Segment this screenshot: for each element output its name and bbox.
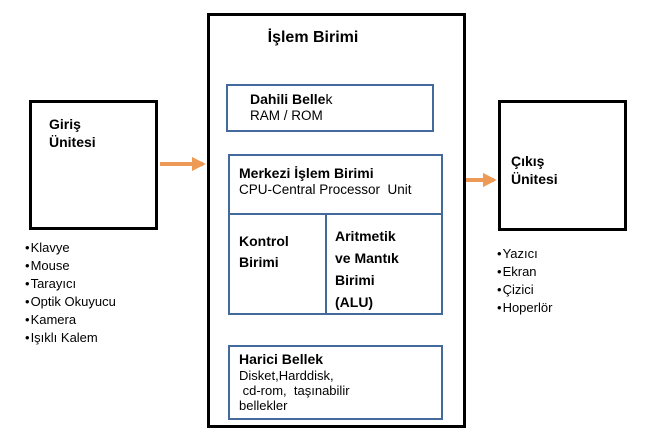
list-item: •Işıklı Kalem	[25, 329, 116, 347]
input-device-label: Tarayıcı	[30, 276, 77, 291]
bullet-icon: •	[25, 330, 30, 345]
external-memory-box: Harici Bellek Disket,Harddisk, cd-rom, t…	[228, 345, 443, 420]
processing-unit-title: İşlem Birimi	[267, 29, 359, 46]
control-unit-cell: Kontrol Birimi	[230, 215, 327, 313]
cpu-subtitle: CPU-Central Processor Unit	[239, 182, 412, 197]
cpu-subunits-row: Kontrol Birimi Aritmetik ve Mantık Birim…	[230, 215, 441, 313]
external-memory-title: Harici Bellek	[239, 351, 324, 367]
external-memory-details: Disket,Harddisk, cd-rom, taşınabilir bel…	[239, 368, 350, 413]
input-device-label: Optik Okuyucu	[30, 294, 116, 309]
bullet-icon: •	[25, 294, 30, 309]
list-item: •Tarayıcı	[25, 275, 116, 293]
output-device-label: Çizici	[502, 282, 534, 297]
input-device-list: •Klavye •Mouse •Tarayıcı •Optik Okuyucu …	[25, 239, 116, 347]
bullet-icon: •	[497, 282, 502, 297]
cpu-box: Merkezi İşlem Birimi CPU-Central Process…	[228, 154, 443, 315]
output-device-label: Ekran	[502, 264, 537, 279]
input-device-label: Mouse	[30, 258, 70, 273]
bullet-icon: •	[25, 312, 30, 327]
bullet-icon: •	[25, 276, 30, 291]
output-device-list: •Yazıcı •Ekran •Çizici •Hoperlör	[497, 245, 552, 317]
list-item: •Hoperlör	[497, 299, 552, 317]
input-unit-box: Giriş Ünitesi	[29, 100, 158, 230]
input-device-label: Işıklı Kalem	[30, 330, 98, 345]
internal-memory-box: Dahili Bellek RAM / ROM	[226, 84, 434, 132]
input-device-label: Kamera	[30, 312, 77, 327]
list-item: •Mouse	[25, 257, 116, 275]
bullet-icon: •	[497, 246, 502, 261]
list-item: •Klavye	[25, 239, 116, 257]
list-item: •Ekran	[497, 263, 552, 281]
list-item: •Yazıcı	[497, 245, 552, 263]
output-device-label: Yazıcı	[502, 246, 538, 261]
list-item: •Kamera	[25, 311, 116, 329]
internal-memory-subtitle: RAM / ROM	[250, 108, 323, 123]
input-device-label: Klavye	[30, 240, 70, 255]
bullet-icon: •	[497, 264, 502, 279]
alu-cell: Aritmetik ve Mantık Birimi (ALU)	[335, 228, 399, 310]
cpu-header: Merkezi İşlem Birimi CPU-Central Process…	[230, 156, 441, 215]
internal-memory-title-end: k	[325, 91, 333, 107]
list-item: •Optik Okuyucu	[25, 293, 116, 311]
cpu-title: Merkezi İşlem Birimi	[239, 165, 374, 181]
bullet-icon: •	[497, 300, 502, 315]
internal-memory-title-bold: Dahili Belle	[250, 91, 326, 107]
list-item: •Çizici	[497, 281, 552, 299]
output-device-label: Hoperlör	[502, 300, 553, 315]
bullet-icon: •	[25, 240, 30, 255]
internal-memory-title: Dahili Bellek	[250, 91, 432, 108]
bullet-icon: •	[25, 258, 30, 273]
output-unit-box: Çıkış Ünitesi	[498, 100, 627, 231]
